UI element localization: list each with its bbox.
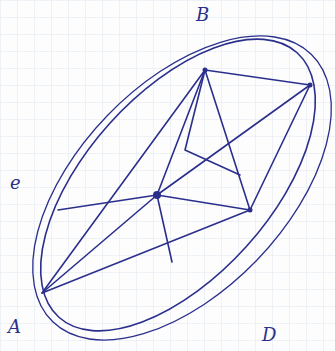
point-label: D [262,326,276,344]
point-label: A [8,318,21,336]
point-label: e [10,174,21,192]
point-label: B [196,6,209,24]
